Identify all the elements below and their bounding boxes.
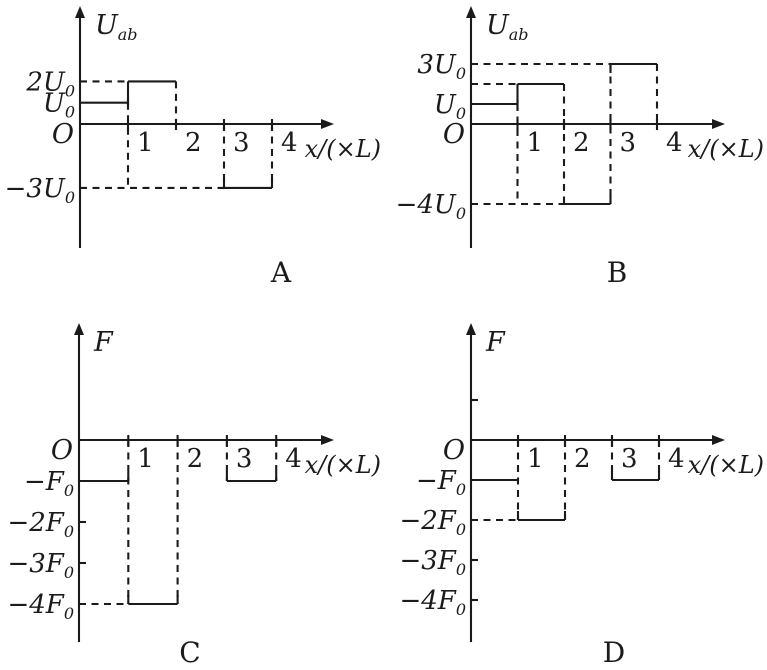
x-axis-title: x/(×L) (688, 135, 764, 163)
x-tick-label: 4 (668, 444, 685, 474)
y-tick-label: −4U0 (396, 190, 466, 223)
y-axis-title: Uab (95, 10, 138, 44)
x-tick-label: 1 (527, 444, 544, 474)
x-tick-label: 2 (573, 128, 590, 158)
panel-c-caption: C (179, 636, 201, 669)
y-tick-label: −3F0 (7, 549, 74, 582)
x-tick-label: 2 (187, 444, 204, 474)
x-axis-arrow (712, 435, 725, 445)
x-axis-title: x/(×L) (688, 451, 764, 479)
y-axis-title: F (485, 327, 506, 358)
x-axis-title: x/(×L) (305, 135, 381, 163)
y-axis-arrow (74, 323, 84, 335)
y-axis-arrow (466, 323, 476, 335)
y-tick-label: −3F0 (399, 546, 466, 579)
y-tick-label: −4F0 (399, 586, 466, 619)
origin-label: O (51, 435, 73, 466)
y-axis-title: F (93, 327, 114, 358)
y-tick-label: −F0 (24, 467, 74, 500)
y-tick-label: U0 (434, 90, 466, 123)
x-tick-label: 4 (666, 128, 683, 158)
x-tick-label: 2 (574, 444, 591, 474)
y-tick-label: −2F0 (399, 506, 466, 539)
y-axis-arrow (75, 6, 85, 18)
y-tick-label: −2F0 (7, 508, 74, 541)
panel-d-caption: D (602, 636, 626, 669)
x-axis-arrow (321, 435, 334, 445)
x-tick-label: 1 (137, 128, 154, 158)
x-tick-label: 1 (527, 128, 544, 158)
x-tick-label: 3 (620, 128, 637, 158)
origin-label: O (443, 435, 465, 466)
x-tick-label: 4 (281, 128, 298, 158)
origin-label: O (443, 119, 465, 150)
x-tick-label: 3 (621, 444, 638, 474)
x-tick-label: 3 (236, 444, 253, 474)
y-tick-label: −3U0 (5, 174, 75, 207)
x-tick-label: 1 (137, 444, 154, 474)
origin-label: O (52, 119, 74, 150)
y-tick-label: U0 (43, 89, 75, 122)
x-tick-label: 2 (185, 128, 202, 158)
y-axis-title: Uab (486, 10, 529, 44)
y-tick-label: 3U0 (417, 50, 466, 83)
y-tick-label: −F0 (416, 466, 466, 499)
panel-c: 1 2 3 4 −F0 −2F0 −3F0 −4F0 Fx/(×L) O (7, 323, 381, 642)
x-tick-label: 4 (285, 444, 302, 474)
panel-b-caption: B (606, 256, 628, 289)
y-tick-label: 2U0 (25, 67, 75, 100)
panel-a-caption: A (270, 256, 292, 289)
y-axis-arrow (466, 6, 476, 18)
x-axis-arrow (321, 119, 334, 129)
x-tick-label: 3 (233, 128, 250, 158)
x-axis-title: x/(×L) (305, 451, 381, 479)
x-axis-arrow (712, 119, 725, 129)
y-tick-label: −4F0 (7, 590, 74, 623)
